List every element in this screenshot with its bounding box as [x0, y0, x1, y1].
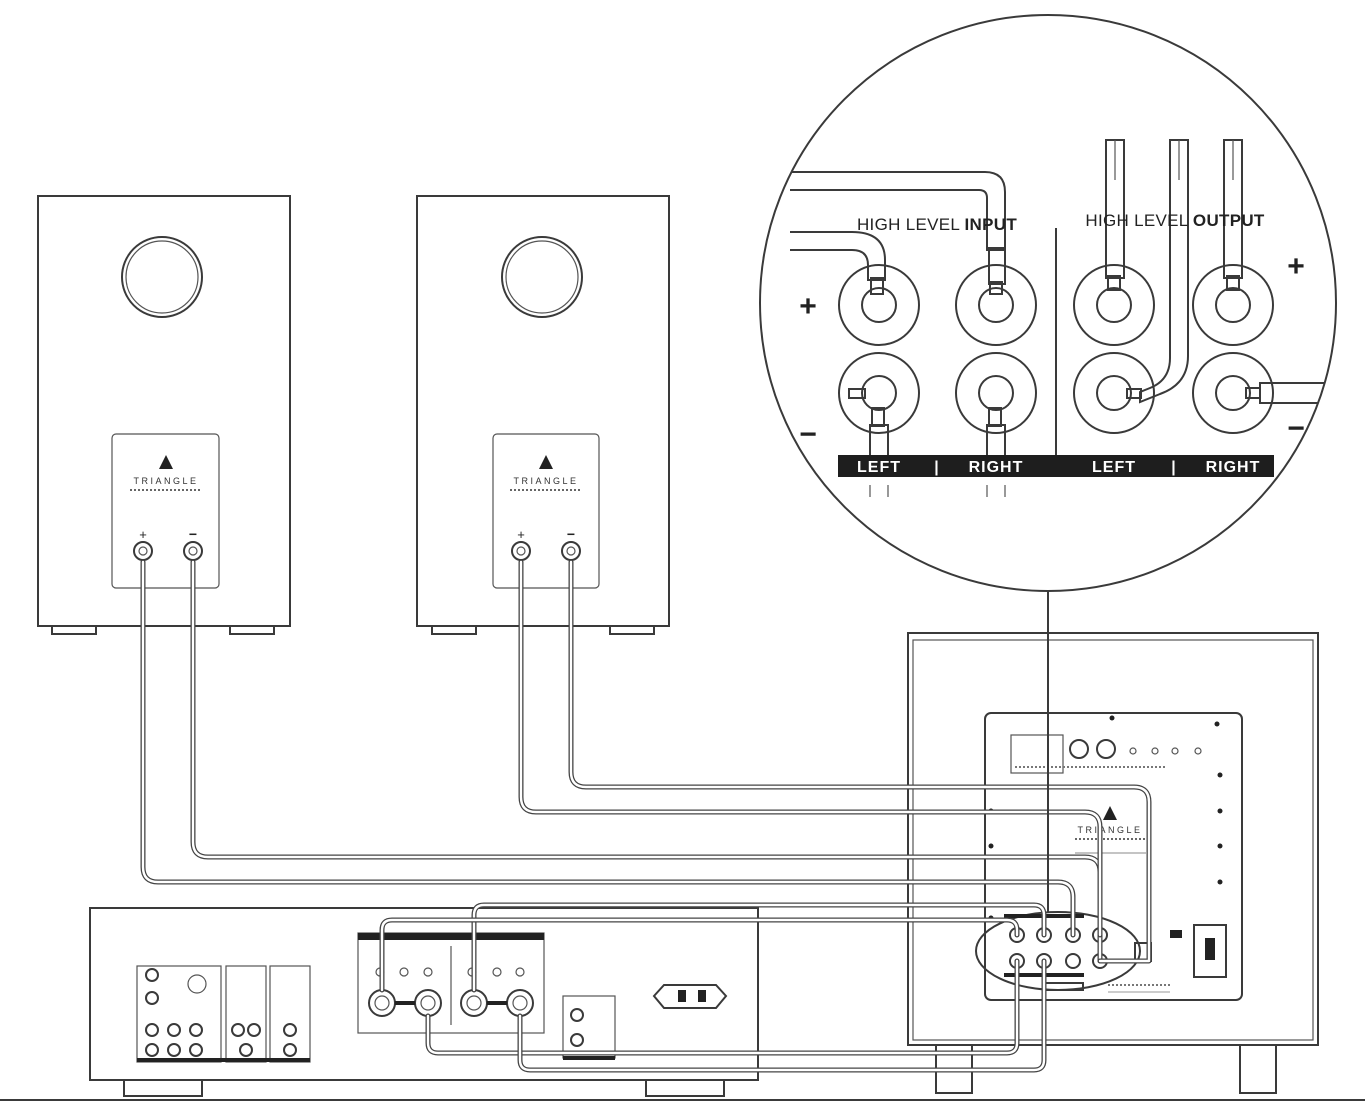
subwoofer-ac-inlet-icon: [1193, 924, 1227, 978]
zoom-input-terminals: [838, 264, 1037, 434]
zoom-label-input-right: RIGHT: [969, 459, 1024, 476]
left-speaker-plus-terminal[interactable]: [133, 541, 153, 561]
amplifier-left-plus-terminal[interactable]: [368, 989, 396, 1017]
zoom-minus-left: −: [799, 418, 817, 451]
zoom-minus-right: −: [1287, 412, 1305, 445]
zoom-input-heading: HIGH LEVEL INPUT: [857, 215, 1017, 234]
amplifier-chassis: [89, 907, 759, 1081]
right-speaker-minus-label: −: [567, 526, 575, 542]
right-speaker-port-icon: [501, 236, 583, 318]
amplifier-right-minus-terminal[interactable]: [506, 989, 534, 1017]
zoom-plus-right: +: [1287, 250, 1305, 283]
zoom-detail: HIGH LEVEL INPUT HIGH LEVEL OUTPUT + − +…: [759, 14, 1337, 592]
speaker-cables: [140, 559, 1152, 1073]
left-speaker-terminal-plate: [111, 433, 220, 589]
left-speaker-minus-label: −: [189, 526, 197, 542]
right-speaker-logo-icon: [539, 455, 553, 469]
left-speaker-cabinet: [37, 195, 291, 627]
zoom-cables: [790, 139, 1336, 497]
left-speaker: TRIANGLE + −: [37, 195, 291, 635]
right-speaker: TRIANGLE + −: [416, 195, 670, 635]
subwoofer-cabinet: [907, 632, 1319, 1046]
left-speaker-brand: TRIANGLE: [133, 476, 198, 486]
left-speaker-plus-label: +: [139, 527, 147, 542]
subwoofer: TRIANGLE: [907, 632, 1319, 1094]
amplifier: [89, 907, 759, 1097]
zoom-separator-1: |: [934, 459, 939, 476]
left-speaker-logo-icon: [159, 455, 173, 469]
right-speaker-cabinet: [416, 195, 670, 627]
zoom-separator-2: |: [1171, 459, 1176, 476]
subwoofer-high-level-terminals[interactable]: [975, 911, 1141, 991]
subwoofer-logo-icon: [1103, 806, 1117, 820]
subwoofer-brand: TRIANGLE: [1077, 825, 1142, 835]
left-speaker-port-icon: [121, 236, 203, 318]
right-speaker-plus-terminal[interactable]: [511, 541, 531, 561]
amplifier-left-minus-terminal[interactable]: [414, 989, 442, 1017]
right-speaker-brand: TRIANGLE: [513, 476, 578, 486]
zoom-channel-bar: [838, 455, 1274, 477]
left-speaker-minus-terminal[interactable]: [183, 541, 203, 561]
zoom-output-terminals: [1073, 264, 1274, 434]
right-speaker-terminal-plate: [492, 433, 600, 589]
zoom-label-output-left: LEFT: [1092, 459, 1136, 476]
zoom-output-heading: HIGH LEVEL OUTPUT: [1085, 211, 1265, 230]
zoom-label-input-left: LEFT: [857, 459, 901, 476]
amplifier-right-plus-terminal[interactable]: [460, 989, 488, 1017]
right-speaker-minus-terminal[interactable]: [561, 541, 581, 561]
zoom-label-output-right: RIGHT: [1206, 459, 1261, 476]
zoom-plus-left: +: [799, 290, 817, 323]
right-speaker-plus-label: +: [517, 527, 525, 542]
amplifier-ac-inlet-icon: [652, 984, 728, 1009]
